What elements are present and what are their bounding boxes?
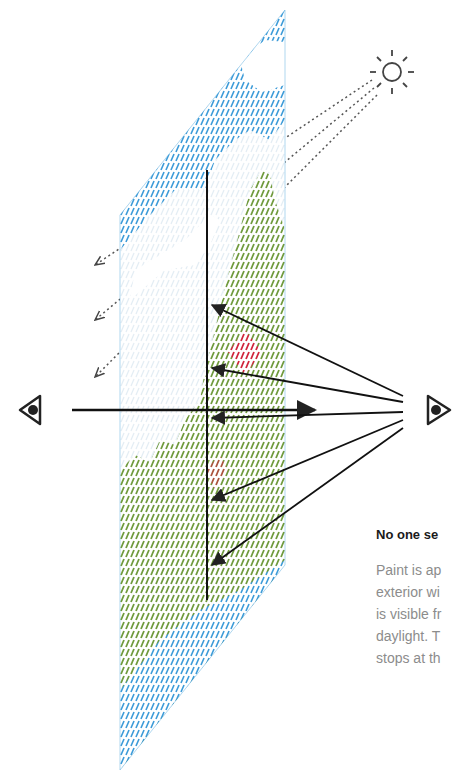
caption-body-line: exterior wi bbox=[376, 584, 440, 600]
caption-body-line: is visible fr bbox=[376, 606, 441, 622]
caption-heading: No one se bbox=[376, 527, 438, 542]
caption-body-line: Paint is ap bbox=[376, 562, 441, 578]
caption-body-line: stops at th bbox=[376, 650, 441, 666]
caption-body-line: daylight. T bbox=[376, 628, 440, 644]
